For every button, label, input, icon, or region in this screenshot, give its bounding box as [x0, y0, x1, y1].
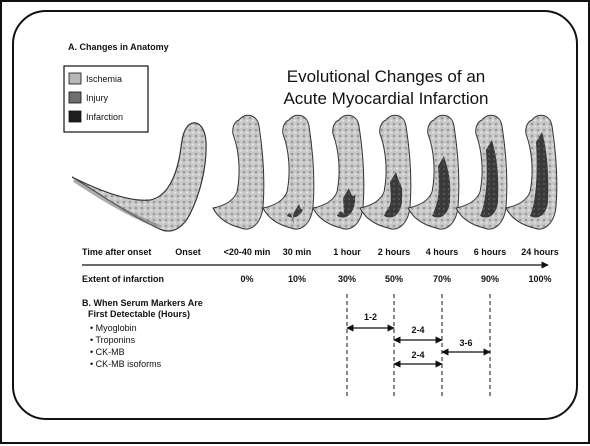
time-point-1: <20-40 min: [224, 247, 271, 257]
interval-label-1: 2-4: [411, 325, 424, 335]
time-point-5: 4 hours: [426, 247, 459, 257]
time-point-4: 2 hours: [378, 247, 411, 257]
legend-swatch-infarction: [69, 111, 81, 122]
extent-value-2: 30%: [338, 274, 356, 284]
extent-value-0: 0%: [240, 274, 253, 284]
section-a-label: A. Changes in Anatomy: [68, 42, 169, 52]
time-point-2: 30 min: [283, 247, 312, 257]
extent-row-label: Extent of infarction: [82, 274, 164, 284]
heart-stage-1: [263, 115, 314, 229]
section-b-line-2: First Detectable (Hours): [88, 309, 190, 319]
heart-onset: [72, 123, 206, 231]
legend-swatch-injury: [69, 92, 81, 103]
time-row-label: Time after onset: [82, 247, 151, 257]
title-line-1: Evolutional Changes of an: [287, 67, 485, 86]
heart-stage-5: [456, 115, 507, 229]
interval-label-2: 3-6: [459, 338, 472, 348]
marker-1: • Troponins: [90, 335, 136, 345]
title-line-2: Acute Myocardial Infarction: [283, 89, 488, 108]
legend: IschemiaInjuryInfarction: [64, 66, 148, 132]
time-point-3: 1 hour: [333, 247, 361, 257]
legend-label-injury: Injury: [86, 93, 109, 103]
legend-label-infarction: Infarction: [86, 112, 123, 122]
marker-3: • CK-MB isoforms: [90, 359, 162, 369]
extent-value-3: 50%: [385, 274, 403, 284]
extent-value-4: 70%: [433, 274, 451, 284]
time-point-0: Onset: [175, 247, 201, 257]
detection-intervals: 1-2 2-4 3-6 2-4: [347, 312, 490, 364]
interval-label-0: 1-2: [364, 312, 377, 322]
legend-label-ischemia: Ischemia: [86, 74, 122, 84]
legend-swatch-ischemia: [69, 73, 81, 84]
time-point-7: 24 hours: [521, 247, 559, 257]
heart-stage-0: [213, 115, 264, 229]
marker-0: • Myoglobin: [90, 323, 137, 333]
marker-2: • CK-MB: [90, 347, 125, 357]
extent-value-5: 90%: [481, 274, 499, 284]
time-point-6: 6 hours: [474, 247, 507, 257]
section-b-line-1: B. When Serum Markers Are: [82, 298, 203, 308]
interval-label-3: 2-4: [411, 350, 424, 360]
heart-stage-2: [313, 115, 364, 229]
extent-value-6: 100%: [528, 274, 551, 284]
heart-stage-6: [506, 115, 557, 229]
heart-stage-4: [408, 115, 459, 229]
heart-stage-3: [360, 115, 411, 229]
extent-value-1: 10%: [288, 274, 306, 284]
